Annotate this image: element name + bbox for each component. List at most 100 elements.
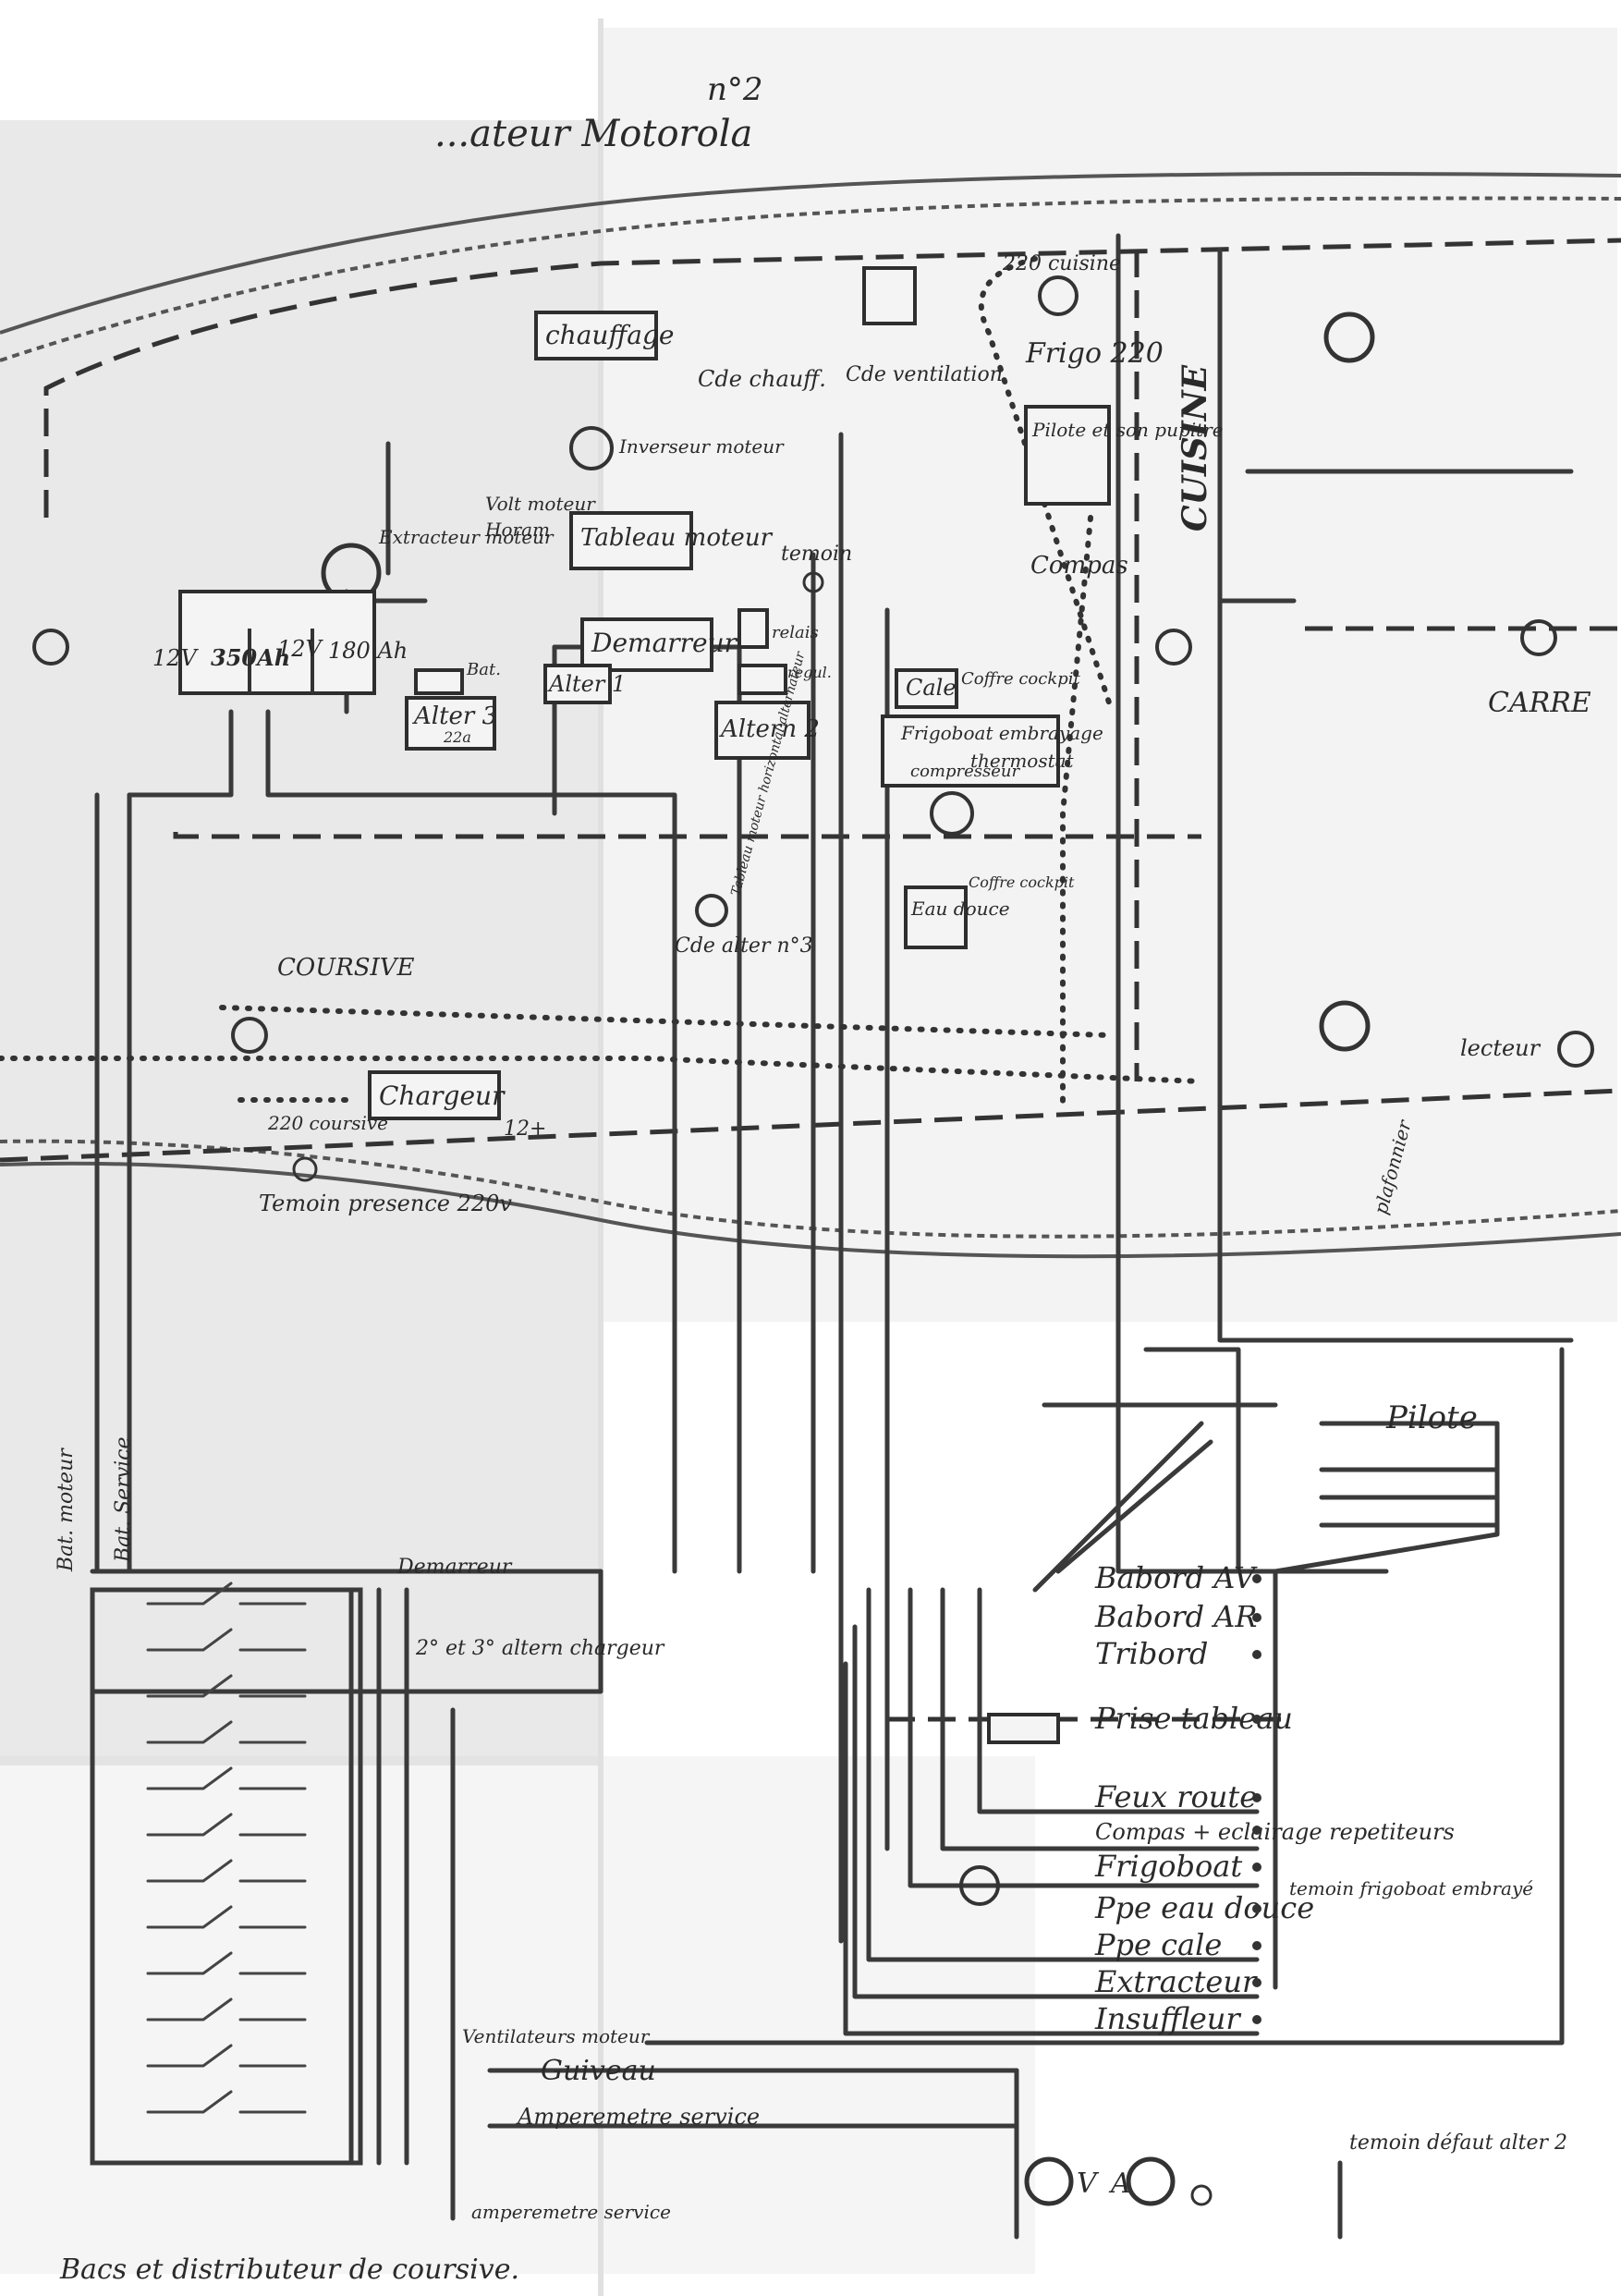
solid-wires — [90, 233, 1574, 2240]
breaker-switch[interactable] — [146, 1628, 307, 1652]
coursive-220-label: 220 coursive — [267, 1112, 388, 1134]
carre-lamp-2-icon — [1520, 619, 1557, 656]
circuit-label: Ppe eau douce — [1094, 1890, 1314, 1925]
chargeur-box — [368, 1070, 501, 1120]
eau-douce-label: Eau douce — [910, 898, 1010, 920]
bat-service-label: Bat. Service — [112, 1436, 135, 1563]
breaker-switch[interactable] — [146, 1997, 307, 2021]
circuit-terminal — [1252, 1793, 1261, 1802]
bat-moteur-label: Bat. moteur — [55, 1447, 78, 1572]
voltmeter-label: V — [1077, 2168, 1100, 2200]
ventilation-unit — [862, 266, 917, 325]
bat-180-label: 180 Ah — [328, 638, 408, 664]
breaker-switch[interactable] — [146, 1951, 307, 1975]
temoin-lamp-icon — [802, 571, 824, 593]
alter-3-sub-label: 22a — [443, 728, 471, 746]
circuit-label: Prise tableau — [1094, 1701, 1293, 1736]
guiveau-label: Guiveau — [541, 2055, 656, 2087]
chargeur-label: Chargeur — [379, 1081, 506, 1111]
ventilateurs-label: Ventilateurs moteur — [462, 2025, 651, 2047]
dotted-wires — [0, 256, 1204, 1112]
switches[interactable] — [146, 1582, 307, 2114]
pilote-panel: Pilote — [1273, 1399, 1500, 1574]
cale-label: Cale — [906, 675, 957, 701]
circuit-terminal — [1252, 1904, 1261, 1913]
circuit-label: Insuffleur — [1094, 2001, 1241, 2036]
regul-label: regul. — [787, 664, 832, 681]
harness-lines — [0, 238, 1621, 1722]
chauffage-box — [534, 311, 658, 360]
breaker-switch[interactable] — [146, 1859, 307, 1883]
cuisine-220-label: 220 cuisine — [1002, 252, 1121, 275]
regul-box — [737, 664, 787, 695]
circuit-terminal — [1252, 1826, 1261, 1835]
lecteur-lamp-icon — [1319, 1000, 1371, 1052]
photocopy-shading — [0, 18, 1617, 2296]
ammeter-icon — [1126, 2156, 1176, 2206]
defaut-lamp-icon — [1190, 2184, 1213, 2206]
coffre-cockpit-2-label: Coffre cockpit — [969, 873, 1075, 891]
breaker-switch[interactable] — [146, 2090, 307, 2114]
circuit-terminal — [1252, 1715, 1261, 1724]
circuit-label: Babord AV — [1094, 1560, 1258, 1595]
circuit-terminal — [1252, 2015, 1261, 2024]
cuisine-fan-icon — [1323, 311, 1375, 363]
bat-12v-b-label: 12V — [277, 636, 324, 662]
breaker-switch[interactable] — [146, 1582, 307, 1606]
lecteur-label: lecteur — [1460, 1035, 1542, 1061]
cuisine-socket-icon — [1038, 275, 1079, 316]
cale-box — [895, 668, 958, 709]
frigoboat-lamp-icon — [959, 1865, 1000, 1906]
eau-douce-box — [904, 885, 968, 949]
breaker-switch[interactable] — [146, 1674, 307, 1698]
horam-label: Horam — [484, 519, 550, 541]
breaker-switch[interactable] — [146, 1766, 307, 1790]
circuit-terminal — [1252, 1862, 1261, 1872]
breaker-switch[interactable] — [146, 2044, 307, 2068]
alter-3-box — [405, 696, 496, 751]
breaker-switch[interactable] — [146, 1905, 307, 1929]
circuit-terminal — [1252, 1978, 1261, 1987]
alter-3-label: Alter 3 — [412, 702, 497, 730]
alter-2-label: Altern 2 — [719, 715, 820, 743]
circuit-label: Babord AR — [1094, 1599, 1258, 1634]
hull-outline — [0, 172, 1621, 1259]
cde-chauff-label: Cde chauff. — [698, 366, 826, 392]
temoin-frigoboat-label: temoin frigoboat embrayé — [1289, 1877, 1533, 1899]
relais-label: relais — [772, 623, 819, 642]
circuit-label: Frigoboat — [1094, 1849, 1242, 1884]
relais-box — [737, 608, 769, 649]
voltmeter-icon — [1024, 2156, 1074, 2206]
coursive-lamp-icon — [231, 1017, 268, 1054]
cde-ventilation-label: Cde ventilation — [846, 363, 1003, 386]
component-boxes: chauffage Cde chauff. Cde ventilation 22… — [32, 252, 1594, 2286]
pilote-pupitre-box — [1024, 405, 1111, 506]
carre-lamp-icon — [1155, 629, 1192, 666]
cde-alter-3-label: Cde alter n°3 — [675, 934, 813, 958]
pilote-panel-label: Pilote — [1385, 1399, 1478, 1436]
lecteur-lamp-2-icon — [1557, 1031, 1594, 1068]
breaker-switch[interactable] — [146, 1720, 307, 1744]
prise-tableau-icon — [987, 1713, 1060, 1744]
compresseur-label: compresseur — [910, 762, 1020, 781]
compas-label: Compas — [1030, 552, 1128, 580]
alter-2-box — [714, 701, 810, 760]
temoin-label: temoin — [781, 543, 852, 566]
breaker-switch[interactable] — [146, 1813, 307, 1837]
coffre-cockpit-label: Coffre cockpit — [961, 669, 1081, 689]
caption: Bacs et distributeur de coursive. — [59, 2253, 519, 2286]
circuit-terminal — [1252, 1613, 1261, 1622]
circuit-label: Feux route — [1094, 1779, 1257, 1814]
circuit-terminal — [1252, 1650, 1261, 1659]
frigo-220-label: Frigo 220 — [1025, 337, 1164, 370]
zone-carre-label: CARRE — [1488, 687, 1591, 719]
frigo-fan-icon — [930, 791, 974, 836]
bow-lamp-icon — [32, 629, 69, 666]
extracteur-moteur-label: Extracteur moteur — [378, 526, 555, 548]
chauffage-label: chauffage — [545, 320, 674, 350]
circuit-terminal — [1252, 1941, 1261, 1950]
alter-1-box — [543, 664, 612, 704]
